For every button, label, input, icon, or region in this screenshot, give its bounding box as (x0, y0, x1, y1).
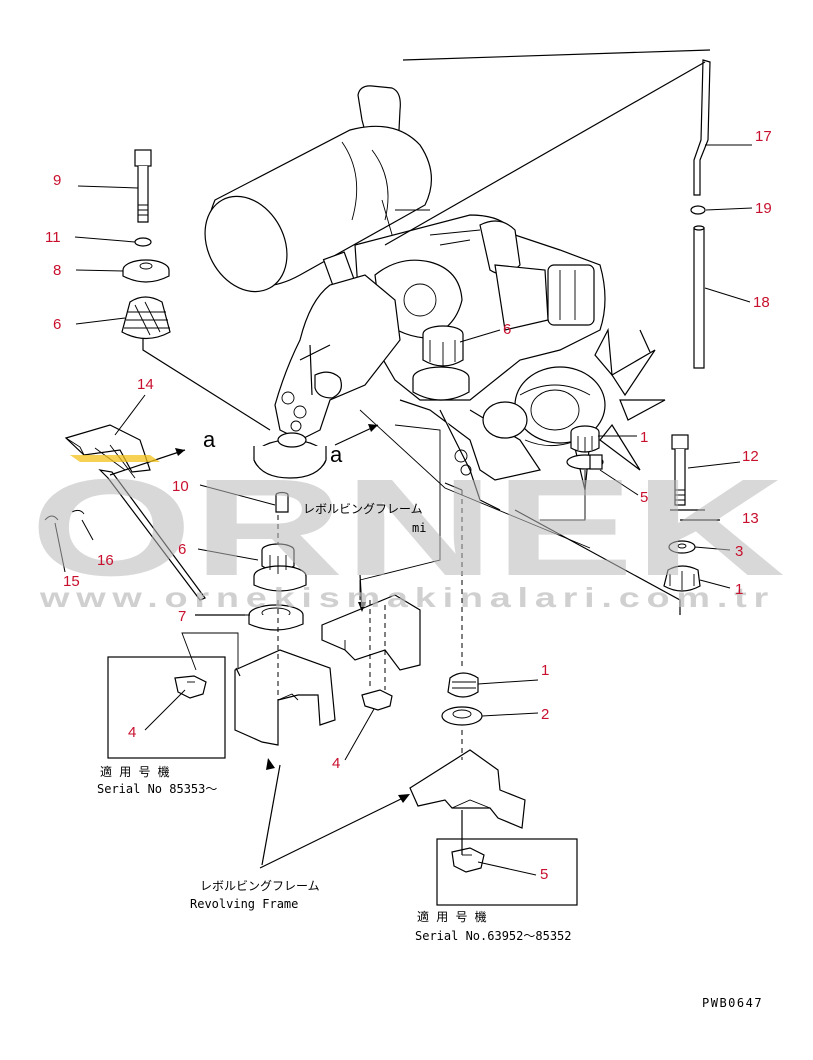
front-bracket (253, 274, 401, 479)
callout-19: 19 (755, 200, 772, 217)
muffler (204, 125, 433, 293)
rod-16 (98, 469, 206, 601)
watermark-brand: ORNEK (30, 451, 785, 605)
bolt-12 (671, 434, 689, 506)
callout-14: 14 (137, 376, 154, 393)
watermark-url: www.ornekismakinalari.com.tr (39, 582, 775, 613)
callout-2: 2 (541, 706, 549, 723)
stud-10 (275, 491, 289, 513)
frame-label-en: Revolving Frame (190, 897, 298, 911)
detail-box-2 (436, 838, 578, 906)
frame-piece-left (234, 649, 336, 746)
callout-5-detail: 5 (540, 866, 548, 883)
engine-block (354, 214, 606, 401)
frame-piece-bottom (409, 749, 526, 829)
watermark-accent (70, 455, 160, 462)
callout-7: 7 (178, 608, 186, 625)
mount-6-left (121, 296, 171, 340)
callout-3: 3 (735, 543, 743, 560)
clip-5-detail (451, 847, 485, 873)
washer-7 (248, 604, 304, 631)
clip-4-center (361, 689, 393, 711)
labels: a a レボルビングフレーム mi レボルビングフレーム Revolving F… (97, 427, 763, 1010)
callout-18: 18 (753, 294, 770, 311)
dipstick-assembly (690, 59, 711, 369)
callout-4-detail: 4 (128, 724, 136, 741)
callout-5-fan: 5 (640, 489, 648, 506)
clip-15b (71, 509, 85, 515)
callout-17: 17 (755, 128, 772, 145)
callout-16: 16 (97, 552, 114, 569)
bolt-9 (134, 149, 152, 223)
callout-11: 11 (45, 229, 61, 246)
callout-6-engine: 6 (503, 321, 511, 338)
callout-8: 8 (53, 262, 61, 279)
engine-mount-center (412, 325, 470, 401)
mount-6-lower (253, 543, 307, 592)
applicable-label-1-en: Serial No 85353〜 (97, 782, 217, 796)
reference-lines (142, 49, 720, 855)
callout-10: 10 (172, 478, 189, 495)
label-a-small: a (203, 427, 216, 452)
plate-8 (122, 259, 170, 283)
callout-1-fan: 1 (640, 429, 648, 446)
frame-label-mid-en: mi (412, 521, 426, 535)
frame-piece-center (321, 594, 421, 671)
callout-9: 9 (53, 172, 61, 189)
applicable-label-2-en: Serial No.63952〜85352 (415, 929, 572, 943)
frame-label-mid-jp: レボルビングフレーム (303, 502, 423, 516)
callout-6-lower: 6 (178, 541, 186, 558)
leader-lines (54, 144, 753, 876)
callout-13: 13 (742, 510, 759, 527)
callout-6-left: 6 (53, 316, 61, 333)
callout-1-right: 1 (735, 581, 743, 598)
mount-1-bottom (447, 672, 479, 698)
washer-2 (441, 706, 483, 726)
callouts: 17 19 18 9 11 8 6 6 14 1 5 12 13 3 1 10 … (45, 128, 772, 883)
applicable-label-1-jp: 適 用 号 機 (100, 764, 170, 779)
mount-1-right (663, 565, 701, 592)
detail-box-1 (107, 656, 226, 759)
applicable-label-2-jp: 適 用 号 機 (417, 909, 487, 924)
washer-11 (134, 237, 152, 247)
drawing-code: PWB0647 (702, 996, 763, 1010)
engine-assembly (204, 85, 666, 511)
arrows (109, 424, 410, 869)
callout-1-bottom: 1 (541, 662, 549, 679)
callout-4-center: 4 (332, 755, 340, 772)
callout-15: 15 (63, 573, 80, 590)
callout-12: 12 (742, 448, 759, 465)
frame-label-jp: レボルビングフレーム (200, 879, 320, 893)
label-a-large: a (330, 442, 343, 467)
watermark: ORNEK www.ornekismakinalari.com.tr (30, 451, 785, 613)
clip-15 (44, 515, 59, 521)
